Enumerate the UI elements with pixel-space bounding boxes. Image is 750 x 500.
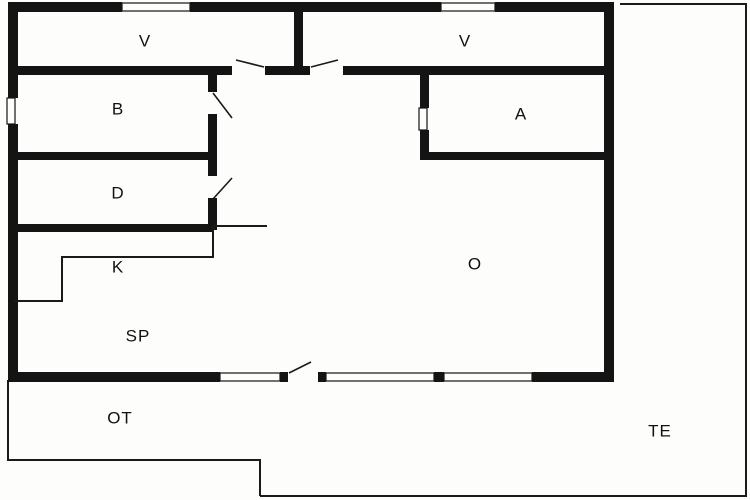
wall-top-a	[8, 2, 122, 12]
wall-bd-b	[208, 114, 217, 176]
kitchen-counter	[14, 226, 214, 302]
room-label-o: O	[468, 254, 482, 273]
wall-bd-a	[208, 70, 217, 92]
door-swing-d	[212, 177, 233, 200]
window-left-b	[6, 97, 16, 125]
wall-v-bottom-b	[265, 66, 310, 75]
door-swing-v2	[310, 59, 339, 68]
wall-bottom-b	[280, 372, 288, 382]
wall-v-divider	[294, 2, 303, 66]
room-label-k: K	[112, 257, 124, 276]
window-bottom-1	[219, 372, 281, 382]
wall-a-left-lower	[420, 130, 429, 160]
house-walls	[6, 2, 614, 382]
room-label-ot: OT	[107, 408, 133, 427]
room-label-b: B	[112, 99, 124, 118]
wall-v-bottom-a	[8, 66, 232, 75]
interior-thin-lines	[14, 225, 267, 302]
window-top-left	[121, 2, 191, 12]
wall-bottom-d	[434, 372, 444, 382]
wall-v-bottom-c	[343, 66, 614, 75]
window-bottom-2	[325, 372, 435, 382]
wall-b-d-divider	[8, 152, 213, 160]
wall-left-b	[8, 124, 18, 382]
room-label-v2: V	[459, 31, 471, 50]
wall-left-a	[8, 2, 18, 98]
wall-bottom-e	[532, 372, 614, 382]
wall-a-left-upper	[420, 70, 429, 108]
room-label-a: A	[515, 104, 527, 123]
wall-right	[604, 2, 614, 382]
door-swing-v1	[235, 59, 265, 68]
wall-top-b	[190, 2, 441, 12]
door-swings	[212, 59, 339, 374]
wall-a-bottom	[420, 152, 614, 160]
door-a-o	[418, 107, 428, 131]
terrace-outline	[260, 3, 747, 497]
window-bottom-3	[443, 372, 533, 382]
room-label-d: D	[111, 183, 124, 202]
room-label-sp: SP	[126, 326, 151, 345]
ot-outline	[7, 380, 261, 496]
wall-d-k-divider	[8, 224, 213, 232]
room-label-v1: V	[139, 31, 151, 50]
wall-bd-c	[208, 198, 217, 230]
wall-top-c	[495, 2, 614, 12]
room-label-te: TE	[648, 421, 672, 440]
door-swing-entrance	[288, 361, 312, 374]
door-swing-b	[212, 92, 233, 119]
wall-bottom-a	[8, 372, 220, 382]
room-labels: V V B A D K O SP OT TE	[107, 31, 672, 440]
window-top-right	[440, 2, 496, 12]
wall-bottom-c	[318, 372, 326, 382]
